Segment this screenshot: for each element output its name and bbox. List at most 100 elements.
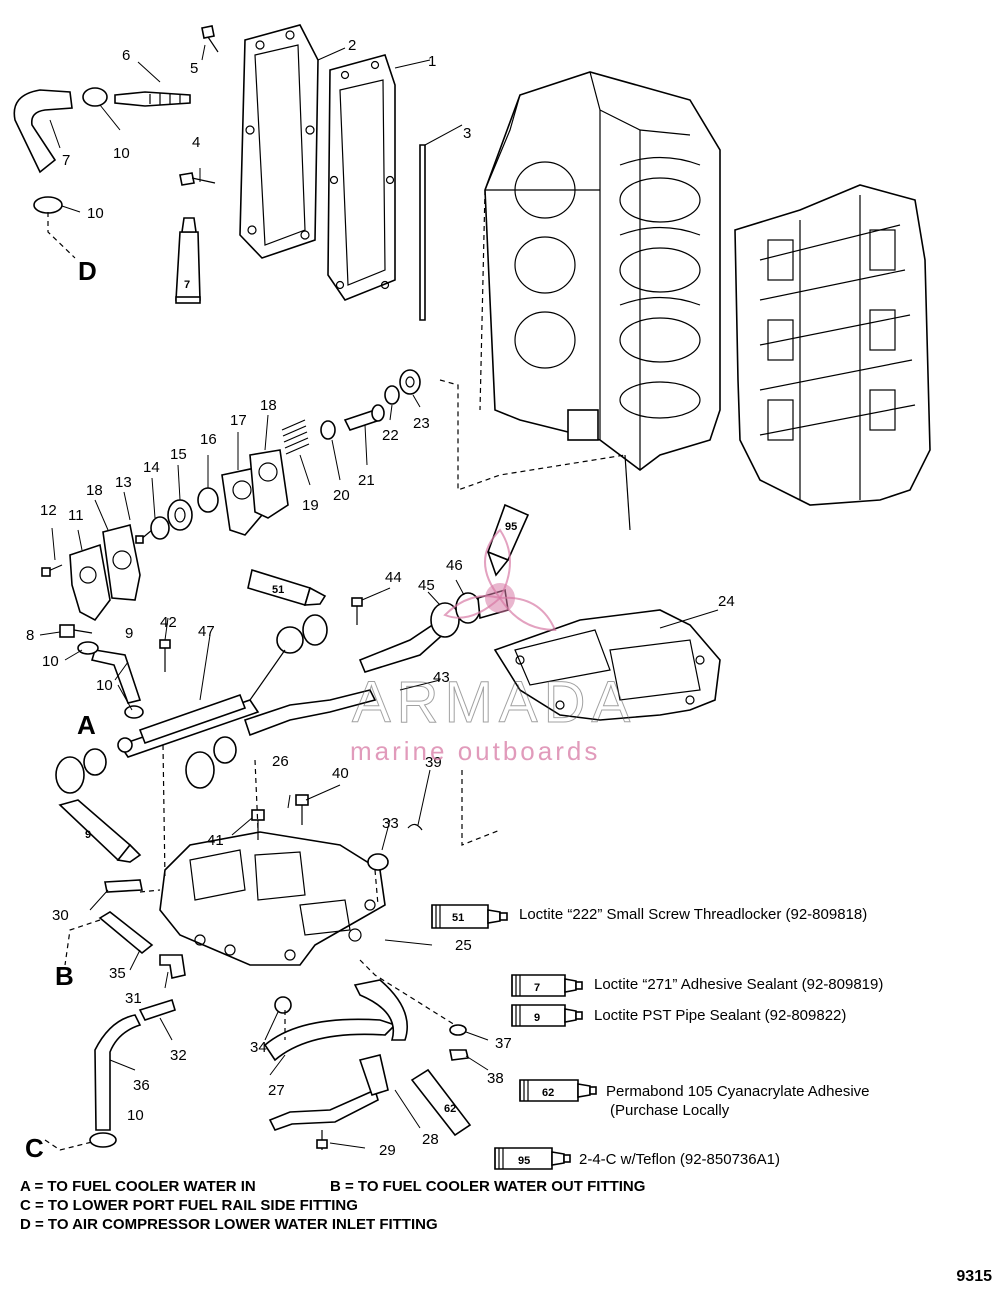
- clip-39: [407, 823, 423, 831]
- connection-letter-c: C: [25, 1133, 44, 1163]
- callout-43: 43: [433, 669, 450, 686]
- note-b: B = TO FUEL COOLER WATER OUT FITTING: [330, 1178, 646, 1195]
- nut-38: [449, 1049, 469, 1061]
- callout-47: 47: [198, 623, 215, 640]
- connection-letter-d: D: [78, 256, 97, 286]
- crankcase-cover: [734, 184, 931, 506]
- callout-3: 3: [463, 125, 471, 142]
- sealant-tube-95: [486, 503, 530, 577]
- watermark-tagline: marine outboards: [350, 736, 600, 766]
- legend-code-7: 7: [534, 982, 540, 994]
- plug-33: [367, 853, 389, 871]
- callout-30: 30: [52, 907, 69, 924]
- callout-13: 13: [115, 474, 132, 491]
- screw-42: [159, 639, 171, 672]
- adaptor-plate-25: [159, 831, 386, 966]
- sealant-tube-62: [410, 1068, 472, 1137]
- legend-tube-95: [494, 1147, 571, 1170]
- callout-23: 23: [413, 415, 430, 432]
- seal-23: [399, 369, 421, 395]
- note-a: A = TO FUEL COOLER WATER IN: [20, 1178, 256, 1195]
- hose-35: [98, 911, 154, 955]
- callout-38: 38: [487, 1070, 504, 1087]
- callout-1: 1: [428, 53, 436, 70]
- callout-10-clamp: 10: [87, 205, 104, 222]
- elbow-31: [159, 954, 186, 979]
- hose-36: [94, 1014, 142, 1131]
- callout-16: 16: [200, 431, 217, 448]
- legend-code-62: 62: [542, 1087, 554, 1099]
- legend-tubes: 51 7 9 62 95: [431, 904, 597, 1170]
- callout-22: 22: [382, 427, 399, 444]
- legend-text-62-line2: (Purchase Locally: [610, 1102, 730, 1119]
- tube-label-51: 51: [272, 584, 284, 596]
- gasket-18-left: [102, 524, 141, 601]
- connection-letter-a: A: [77, 710, 96, 740]
- cylinder-block: [479, 71, 721, 531]
- leader-lines: [39, 44, 719, 1149]
- screw-13: [135, 529, 153, 544]
- callout-37: 37: [495, 1035, 512, 1052]
- callout-44: 44: [385, 569, 402, 586]
- callout-28: 28: [422, 1131, 439, 1148]
- callout-8: 8: [26, 627, 34, 644]
- connection-letter-b: B: [55, 961, 74, 991]
- figure-number: 9315: [956, 1268, 992, 1285]
- legend-code-95: 95: [518, 1155, 530, 1167]
- legend-tube-51: [431, 904, 508, 929]
- callout-25: 25: [455, 937, 472, 954]
- seal-upper-27: [353, 979, 409, 1041]
- callout-6: 6: [122, 47, 130, 64]
- legend-text-51: Loctite “222” Small Screw Threadlocker (…: [519, 906, 868, 923]
- watermark: ARMADA marine outboards: [350, 528, 631, 766]
- callout-10-mid: 10: [42, 653, 59, 670]
- spring-19: [281, 419, 310, 455]
- callout-40: 40: [332, 765, 349, 782]
- callout-2: 2: [348, 37, 356, 54]
- throttle-shaft-47: [117, 614, 328, 758]
- callout-18-right: 18: [260, 397, 277, 414]
- fitting-21: [343, 404, 385, 431]
- water-hose-upper: [13, 89, 73, 174]
- tube-label-95: 95: [505, 521, 517, 533]
- callout-4: 4: [192, 134, 200, 151]
- screw-44: [351, 597, 363, 625]
- callout-39: 39: [425, 754, 442, 771]
- callout-41: 41: [207, 832, 224, 849]
- legend-code-9: 9: [534, 1012, 540, 1024]
- callout-17: 17: [230, 412, 247, 429]
- poppet-valve-15: [167, 499, 193, 531]
- clamp-10-mid: [77, 641, 144, 719]
- callout-45: 45: [418, 577, 435, 594]
- callout-9: 9: [125, 625, 133, 642]
- legend-text-7: Loctite “271” Adhesive Sealant (92-80981…: [594, 976, 884, 993]
- callout-12: 12: [40, 502, 57, 519]
- exhaust-cover-plate: [239, 24, 319, 259]
- callout-27: 27: [268, 1082, 285, 1099]
- callout-35: 35: [109, 965, 126, 982]
- callout-24: 24: [718, 593, 735, 610]
- legend-text-62: Permabond 105 Cyanacrylate Adhesive: [606, 1083, 870, 1100]
- callout-19: 19: [302, 497, 319, 514]
- callout-10-mid2: 10: [96, 677, 113, 694]
- sealant-tube-9: [58, 799, 142, 863]
- legend-tube-7: [511, 974, 583, 997]
- seal-28: [268, 1054, 389, 1131]
- routing-lines: [44, 212, 626, 1151]
- o-ring-22: [384, 385, 400, 405]
- legend-tube-62: [519, 1079, 597, 1102]
- note-c: C = TO LOWER PORT FUEL RAIL SIDE FITTING: [20, 1197, 358, 1214]
- linkage-arm-43: [243, 689, 377, 737]
- callout-32: 32: [170, 1047, 187, 1064]
- callout-numbers: 1 2 3 4 5 6 7 8 9 10 10 10 10 10 11 12 1…: [26, 37, 735, 1159]
- legend-code-51: 51: [452, 912, 464, 924]
- washer-16: [197, 487, 219, 513]
- screw-12: [41, 564, 63, 577]
- callout-21: 21: [358, 472, 375, 489]
- bushing-right-lower: [185, 736, 237, 789]
- callout-15: 15: [170, 446, 187, 463]
- legend-tube-9: [511, 1004, 583, 1027]
- rubber-seal-strip: [419, 144, 426, 321]
- gasket-24: [493, 609, 721, 721]
- callout-42: 42: [160, 614, 177, 631]
